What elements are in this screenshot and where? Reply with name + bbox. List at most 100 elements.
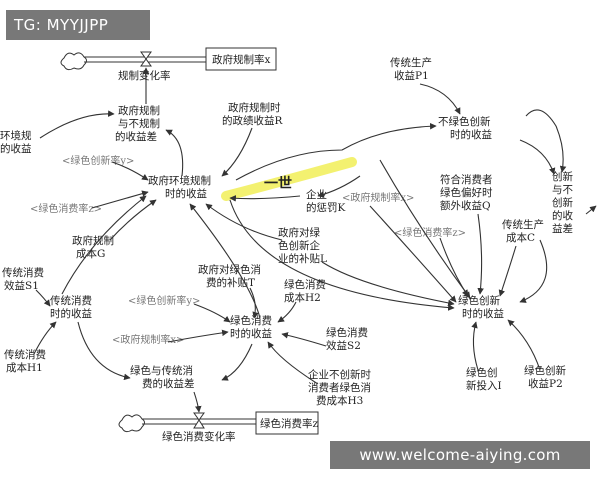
svg-text:绿色与传统消: 绿色与传统消 — [130, 364, 193, 377]
node-gov-env: 政府环境规制 时的收益 — [148, 174, 211, 200]
svg-text:效益S2: 效益S2 — [326, 339, 361, 352]
node-penalty: 企业 的惩罚K — [306, 188, 345, 214]
shadow-gov-rate-x1: <政府规制率x> — [342, 191, 414, 204]
svg-text:的惩罚K: 的惩罚K — [306, 201, 345, 214]
svg-text:政府规制时: 政府规制时 — [228, 101, 281, 114]
svg-text:的收益: 的收益 — [0, 142, 32, 155]
svg-text:收益P2: 收益P2 — [528, 377, 563, 390]
node-green-benefit-s2: 绿色消费 效益S2 — [326, 326, 368, 352]
node-subsidy-t: 政府对绿色消 费的补贴T — [198, 263, 261, 289]
svg-text:费成本H3: 费成本H3 — [316, 394, 363, 407]
svg-text:费的收益差: 费的收益差 — [142, 377, 195, 390]
svg-text:传统消费: 传统消费 — [50, 294, 92, 307]
node-green-cons: 绿色消费 时的收益 — [230, 314, 272, 340]
node-subsidy-l: 政府对绿 色创新企 业的补贴L — [278, 226, 327, 265]
svg-text:色创新企: 色创新企 — [278, 239, 320, 252]
node-trad-prod: 传统生产 收益P1 — [390, 56, 432, 82]
svg-text:政府规制: 政府规制 — [72, 234, 114, 247]
svg-text:新投入I: 新投入I — [466, 379, 502, 392]
svg-text:政府对绿: 政府对绿 — [278, 226, 320, 239]
node-cons-diff: 绿色与传统消 费的收益差 — [130, 364, 195, 390]
node-trad-cons: 传统消费 时的收益 — [50, 294, 92, 320]
highlight-marker — [221, 157, 357, 201]
green-consumption-flow — [118, 412, 256, 433]
gov-regulation-flow — [60, 51, 206, 71]
svg-text:成本C: 成本C — [506, 231, 535, 244]
shadow-green-innov-y: <绿色创新率y> — [62, 154, 134, 167]
svg-text:业的补贴L: 业的补贴L — [278, 252, 327, 265]
node-gov-cost: 政府规制 成本G — [72, 234, 114, 260]
svg-text:传统消费: 传统消费 — [2, 266, 44, 279]
svg-text:与不: 与不 — [552, 184, 573, 196]
svg-text:政府对绿色消: 政府对绿色消 — [198, 263, 261, 276]
shadow-green-cons-z2: <绿色消费率z> — [394, 226, 466, 239]
svg-text:绿色消费: 绿色消费 — [284, 278, 326, 291]
node-innov-diff: 创新 与不 创新 的收 益差 — [552, 170, 573, 235]
svg-text:费的补贴T: 费的补贴T — [206, 276, 255, 289]
node-firm-subsidy-h3: 企业不创新时 消费者绿色消 费成本H3 — [308, 368, 371, 407]
watermark-top: TG: MYYJJPP — [6, 10, 150, 40]
shadow-green-innov-y2: <绿色创新率y> — [128, 294, 200, 307]
svg-text:绿色消费: 绿色消费 — [230, 314, 272, 327]
node-gov-diff: 政府规制 与不规制 的收益差 — [115, 104, 160, 143]
svg-text:的收益差: 的收益差 — [115, 130, 157, 143]
causal-links — [33, 67, 597, 413]
node-trad-cost-h1: 传统消费 成本H1 — [4, 348, 46, 374]
svg-text:时的收益: 时的收益 — [450, 128, 492, 141]
flow-green-change-label: 绿色消费变化率 — [162, 430, 236, 443]
svg-text:环境规: 环境规 — [0, 129, 32, 142]
svg-text:绿色偏好时: 绿色偏好时 — [440, 186, 493, 199]
valve-icon-2 — [193, 412, 205, 429]
svg-text:创新: 创新 — [552, 170, 573, 183]
svg-text:效益S1: 效益S1 — [4, 279, 39, 292]
svg-text:企业不创新时: 企业不创新时 — [308, 368, 371, 381]
shadow-green-cons-z: <绿色消费率z> — [30, 202, 102, 215]
svg-text:益差: 益差 — [552, 222, 573, 235]
svg-text:成本H2: 成本H2 — [284, 291, 321, 304]
svg-text:的政绩收益R: 的政绩收益R — [222, 114, 283, 127]
svg-text:不绿色创新: 不绿色创新 — [438, 115, 491, 128]
svg-text:政府环境规制: 政府环境规制 — [148, 174, 211, 187]
svg-text:额外收益Q: 额外收益Q — [440, 199, 491, 212]
svg-text:的收: 的收 — [552, 209, 573, 222]
svg-text:政府规制: 政府规制 — [118, 104, 160, 117]
svg-text:绿色创新: 绿色创新 — [524, 364, 566, 377]
svg-text:绿色创新: 绿色创新 — [458, 294, 500, 307]
node-compliant: 符合消费者 绿色偏好时 额外收益Q — [440, 173, 493, 212]
node-nongreen: 不绿色创新 时的收益 — [438, 115, 492, 141]
svg-text:收益P1: 收益P1 — [394, 69, 429, 82]
svg-text:符合消费者: 符合消费者 — [440, 173, 493, 186]
node-green-cost-h2: 绿色消费 成本H2 — [284, 278, 326, 304]
svg-text:绿色消费: 绿色消费 — [326, 326, 368, 339]
node-gov-perf: 政府规制时 的政绩收益R — [222, 101, 283, 127]
overlay-stamp: 一世 — [264, 175, 292, 192]
svg-text:传统生产: 传统生产 — [502, 218, 544, 231]
node-gov-env-left: 环境规 的收益 — [0, 129, 32, 155]
stock-green-rate — [255, 411, 319, 435]
source-cloud-icon — [60, 52, 87, 71]
stock-gov-rate — [205, 47, 277, 71]
svg-text:时的收益: 时的收益 — [230, 327, 272, 340]
source-cloud-icon-2 — [118, 414, 145, 433]
node-green-benefit-p2: 绿色创新 收益P2 — [524, 364, 566, 390]
node-green-invest: 绿色创 新投入I — [466, 366, 502, 392]
svg-text:绿色创: 绿色创 — [466, 366, 498, 379]
node-trad-cost: 传统生产 成本C — [502, 218, 544, 244]
svg-text:成本H1: 成本H1 — [6, 361, 43, 374]
node-trad-benefit: 传统消费 效益S1 — [2, 266, 44, 292]
svg-text:传统生产: 传统生产 — [390, 56, 432, 69]
svg-text:传统消费: 传统消费 — [4, 348, 46, 361]
shadow-gov-rate-x2: <政府规制率x> — [112, 333, 184, 346]
svg-text:时的收益: 时的收益 — [165, 187, 207, 200]
flow-gov-change-label: 规制变化率 — [118, 69, 171, 82]
svg-text:消费者绿色消: 消费者绿色消 — [308, 381, 371, 394]
svg-text:与不规制: 与不规制 — [118, 117, 160, 130]
stock-gov-rate-label: 政府规制率x — [212, 53, 270, 66]
svg-text:创新: 创新 — [552, 196, 573, 209]
valve-icon — [140, 51, 152, 67]
stock-green-rate-label: 绿色消费率z — [260, 417, 318, 430]
node-green-innov: 绿色创新 时的收益 — [458, 294, 504, 320]
svg-text:成本G: 成本G — [76, 247, 105, 260]
svg-text:企业: 企业 — [306, 188, 327, 201]
